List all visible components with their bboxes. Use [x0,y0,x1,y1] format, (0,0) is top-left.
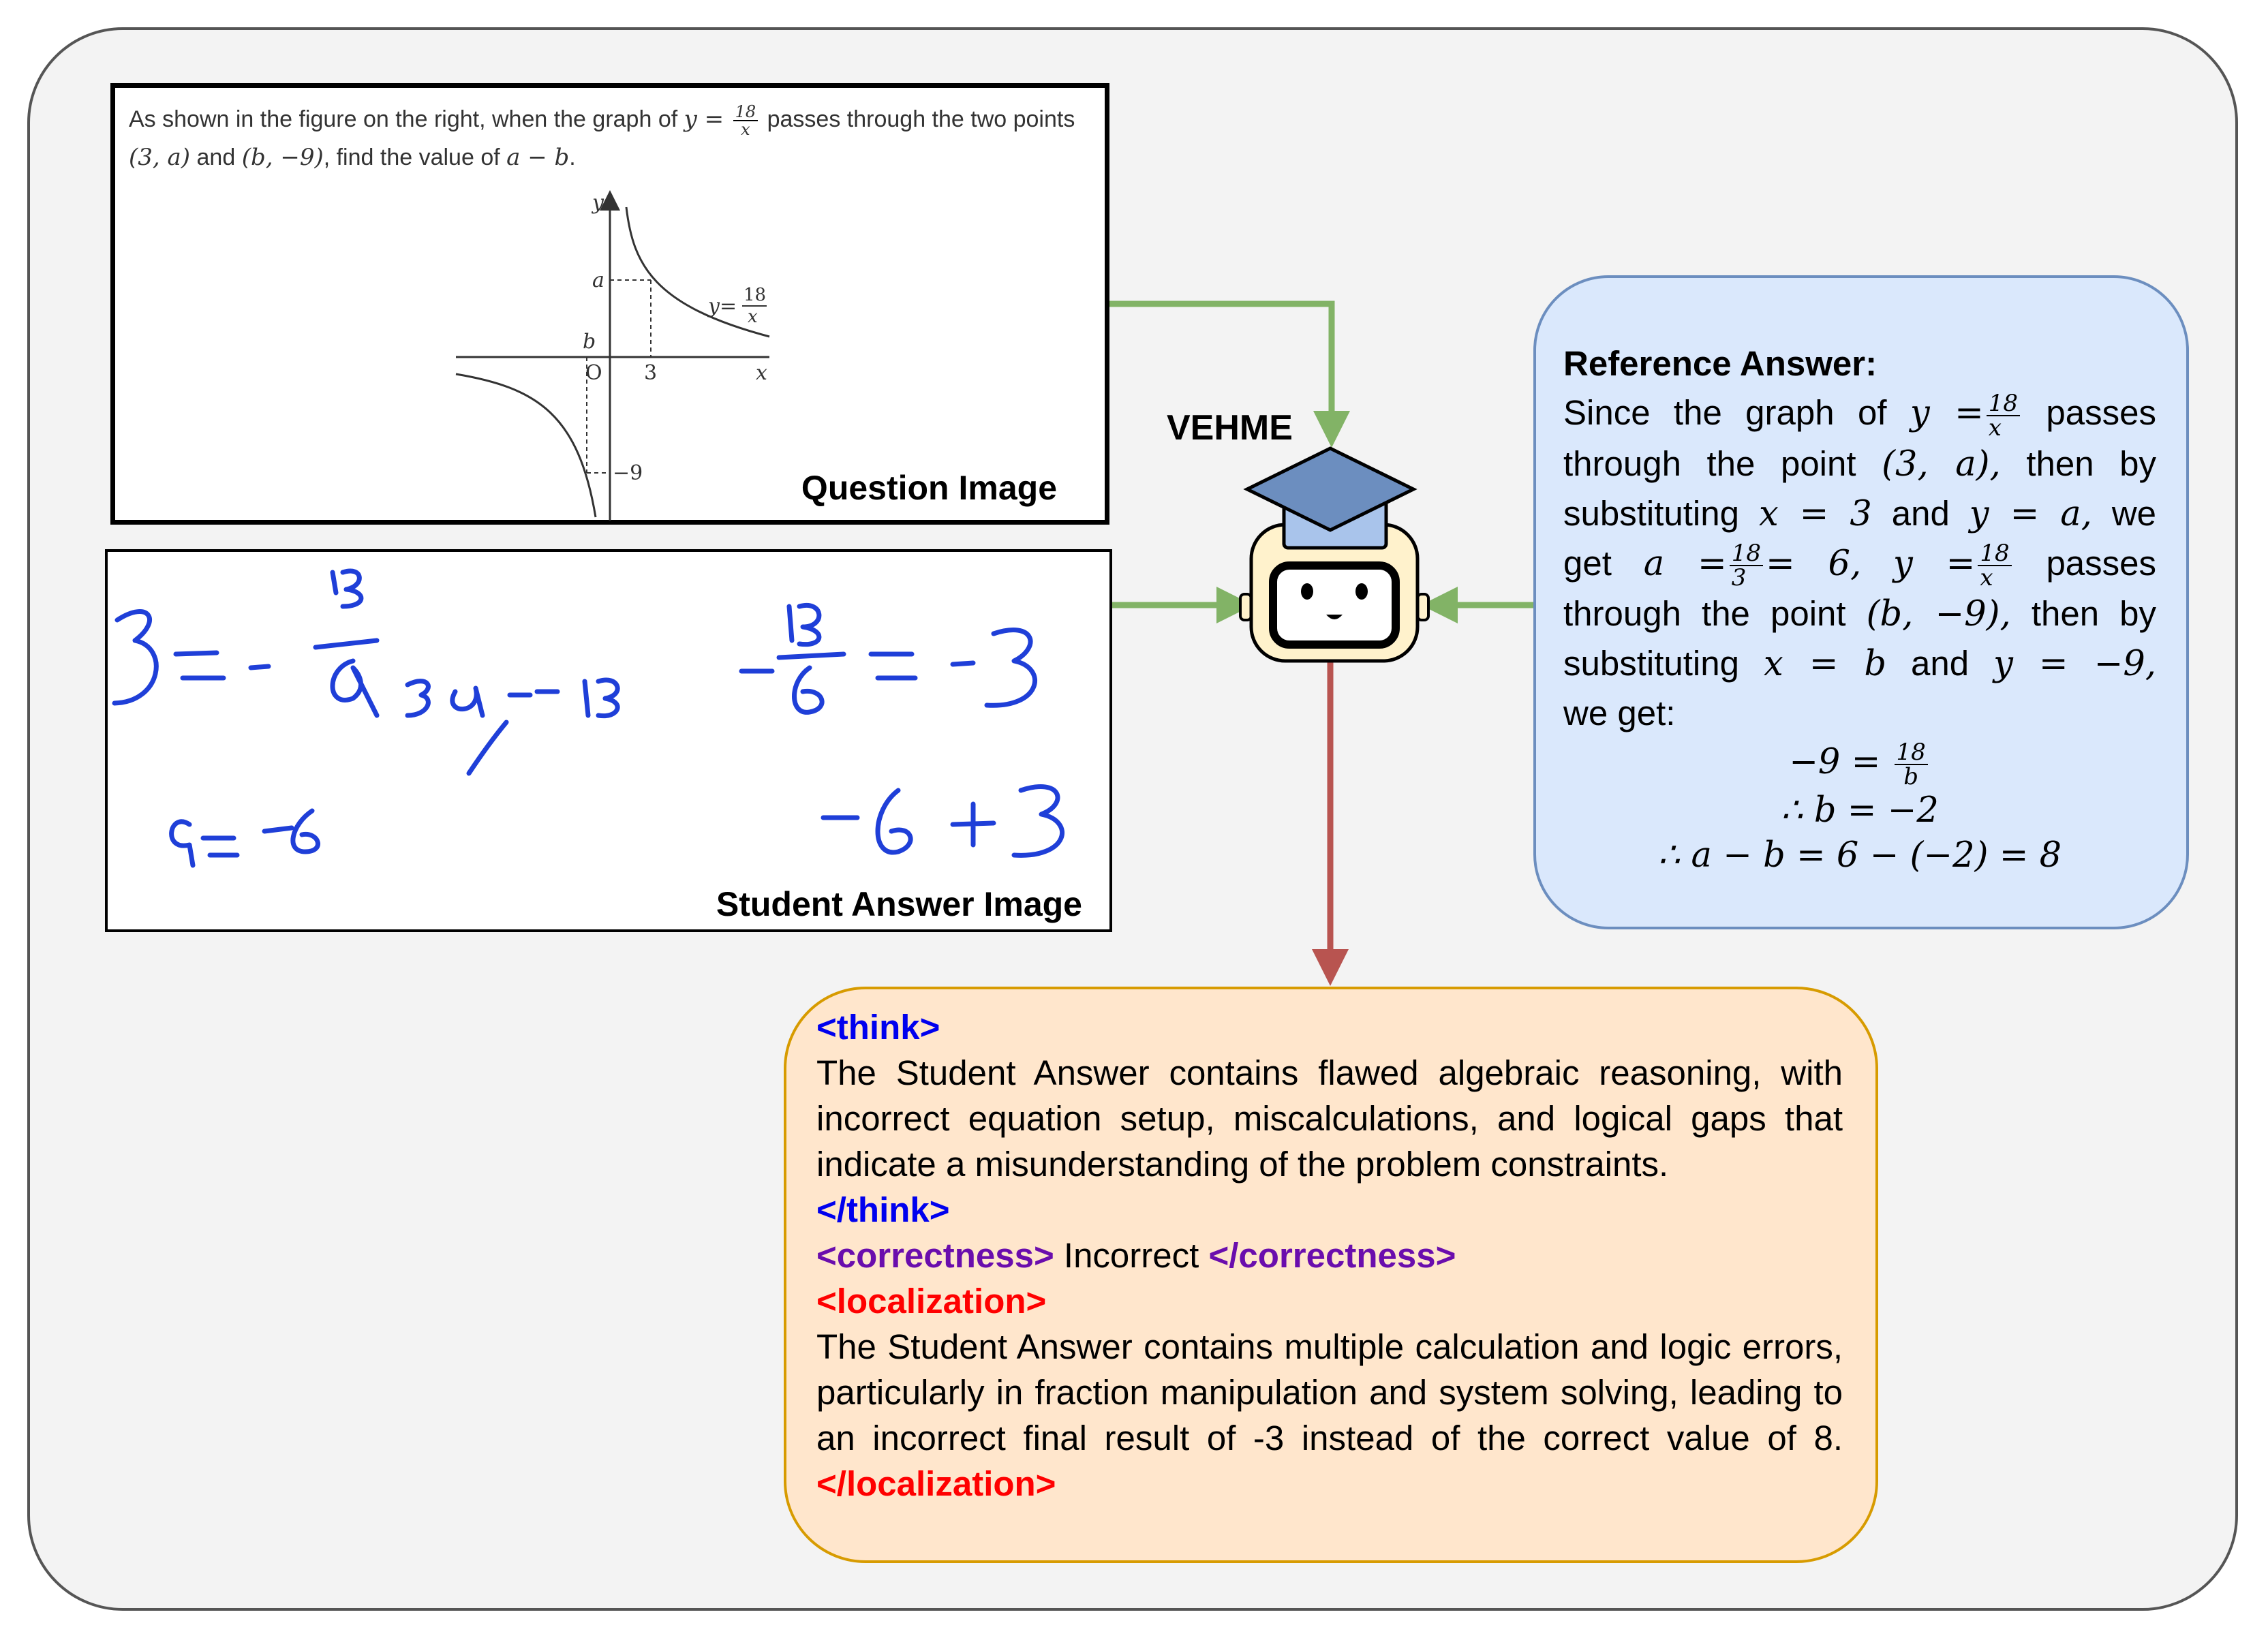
reference-line: through the point (3, a), then by [1563,439,2156,489]
ref-text: we [2112,494,2156,533]
b-label: b [583,330,596,354]
hw-stroke [172,811,318,865]
correctness-open-tag: <correctness> [816,1236,1054,1275]
hw-stroke [176,653,269,678]
ref-math: a = [1644,544,1727,584]
hw-stroke [795,668,823,712]
ref-math: y = a, [1970,494,2092,534]
ref-math: y = −9, [1993,644,2156,684]
hw-stroke [871,654,915,678]
origin-label: O [585,361,602,385]
reference-equation-3: ∴ a − b = 6 − (−2) = 8 [1563,833,2156,878]
question-image: As shown in the figure on the right, whe… [110,83,1109,525]
correctness-close-tag: </correctness> [1208,1236,1456,1275]
think-text: The Student Answer contains flawed algeb… [816,1050,1843,1187]
student-answer-caption: Student Answer Image [716,884,1082,924]
hw-stroke [953,630,1035,706]
ref-text: Since the graph of [1563,393,1887,432]
fraction-denominator: x [1978,566,2011,589]
model-output-box: <think> The Student Answer contains flaw… [784,987,1878,1563]
curve-label-denominator: x [748,307,758,327]
hw-stroke [333,571,361,606]
ref-math: (3, a), [1882,444,2001,484]
hw-stroke [953,804,994,845]
fraction-denominator: b [1895,765,1928,788]
tick-neg9-label: −9 [613,461,643,485]
reference-answer-box: Reference Answer: Since the graph of y =… [1533,275,2189,929]
hw-stroke [453,688,557,715]
hw-stroke [469,722,506,773]
x-axis-label: x [756,361,767,385]
localization-close-tag: </localization> [816,1464,1056,1503]
ref-math: −9 = [1789,742,1880,782]
model-name-label: VEHME [1167,407,1293,448]
ref-math: (b, −9), [1867,594,2011,634]
ref-text: through the point [1563,444,1856,483]
ref-text: then by [2026,444,2156,483]
ref-math: x = 3 [1759,494,1872,534]
ref-text: through the point [1563,594,1846,633]
handwriting [108,552,1115,935]
ref-text: and [1911,644,1969,683]
ref-text: substituting [1563,644,1739,683]
curve-label-numerator: 18 [744,285,766,305]
student-answer-image: Student Answer Image [105,549,1112,932]
fraction-denominator: x [1987,416,2020,439]
fraction-numerator: 18 [1730,542,1763,566]
localization-body: The Student Answer contains multiple cal… [816,1327,1843,1457]
fraction-numerator: 18 [1987,392,2020,416]
hw-stroke [823,790,910,852]
hw-stroke [316,640,377,647]
reference-equation-2: ∴ b = −2 [1563,788,2156,833]
ref-math: x = b [1764,644,1886,684]
hw-stroke [114,612,156,703]
ref-text: get [1563,544,1612,583]
ref-text: passes [2046,393,2156,432]
question-image-caption: Question Image [801,468,1057,508]
localization-open-tag: <localization> [816,1278,1843,1324]
y-axis-label: y [591,191,604,215]
hw-stroke [408,681,428,715]
curve-label: y= [707,294,737,318]
reference-title: Reference Answer: [1563,339,2156,388]
ref-text: and [1892,494,1950,533]
ref-text: then by [2032,594,2156,633]
ref-text: substituting [1563,494,1739,533]
ref-text: passes [2046,544,2156,583]
reference-line: substituting x = 3 and y = a, we [1563,489,2156,539]
reference-line: through the point (b, −9), then by [1563,589,2156,639]
think-close-tag: </think> [816,1187,1843,1233]
ref-math: y = [1893,544,1975,584]
hyperbola-graph: y a b O 3 x −9 y= 18 x [115,88,1114,529]
ref-math: = 6, [1766,544,1861,584]
hw-stroke [789,605,819,644]
reference-line: substituting x = b and y = −9, [1563,639,2156,689]
tick-3-label: 3 [644,361,657,385]
correctness-value: Incorrect [1054,1236,1209,1275]
hw-stroke [779,654,844,658]
hw-stroke [1014,787,1062,856]
fraction-numerator: 18 [1978,542,2011,566]
ref-math: y = [1910,393,1984,433]
hw-stroke [585,680,617,716]
fraction-denominator: 3 [1730,566,1763,589]
localization-text: The Student Answer contains multiple cal… [816,1324,1843,1506]
correctness-line: <correctness> Incorrect </correctness> [816,1233,1843,1278]
think-open-tag: <think> [816,1004,1843,1050]
hw-stroke [333,661,377,715]
hyperbola-branch-2 [456,374,596,517]
a-label: a [592,268,604,292]
fraction-numerator: 18 [1895,741,1928,765]
reference-line: we get: [1563,689,2156,738]
